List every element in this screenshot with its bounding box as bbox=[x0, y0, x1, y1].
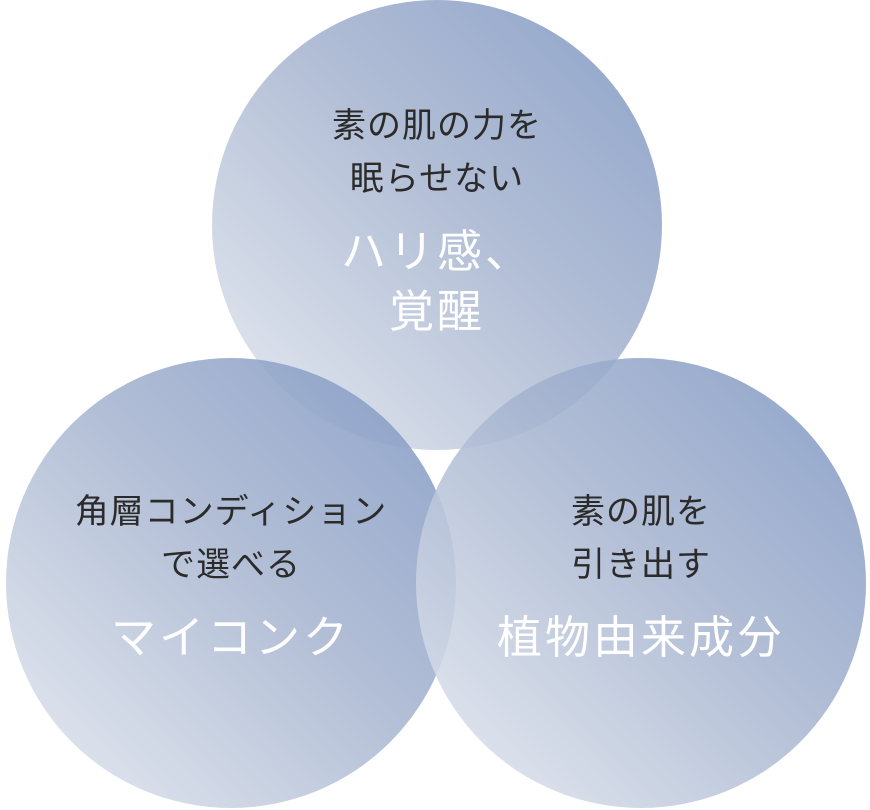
circle-right-main-line-1: 植物由来成分 bbox=[496, 611, 785, 664]
circle-top-sub-line-1: 素の肌の力を bbox=[332, 106, 542, 146]
circle-left-main-line-1: マイコンク bbox=[110, 611, 351, 664]
circle-right-sub-line-1: 素の肌を bbox=[571, 492, 711, 532]
circle-right-sub-line-2: 引き出す bbox=[571, 545, 711, 585]
circle-left bbox=[6, 358, 456, 808]
circle-right bbox=[416, 358, 866, 808]
circle-right-label: 素の肌を 引き出す 植物由来成分 bbox=[416, 486, 866, 668]
circle-left-label: 角層コンディション で選べる マイコンク bbox=[6, 486, 456, 668]
circle-top-sub-line-2: 眠らせない bbox=[349, 159, 525, 199]
circle-top-main-line-1: ハリ感、 bbox=[340, 225, 533, 278]
circle-left-sub-line-2: で選べる bbox=[161, 545, 301, 585]
circle-left-sub-line-1: 角層コンディション bbox=[74, 492, 388, 532]
circle-top-label: 素の肌の力を 眠らせない ハリ感、 覚醒 bbox=[212, 100, 662, 342]
circle-top-main-line-2: 覚醒 bbox=[388, 285, 485, 338]
